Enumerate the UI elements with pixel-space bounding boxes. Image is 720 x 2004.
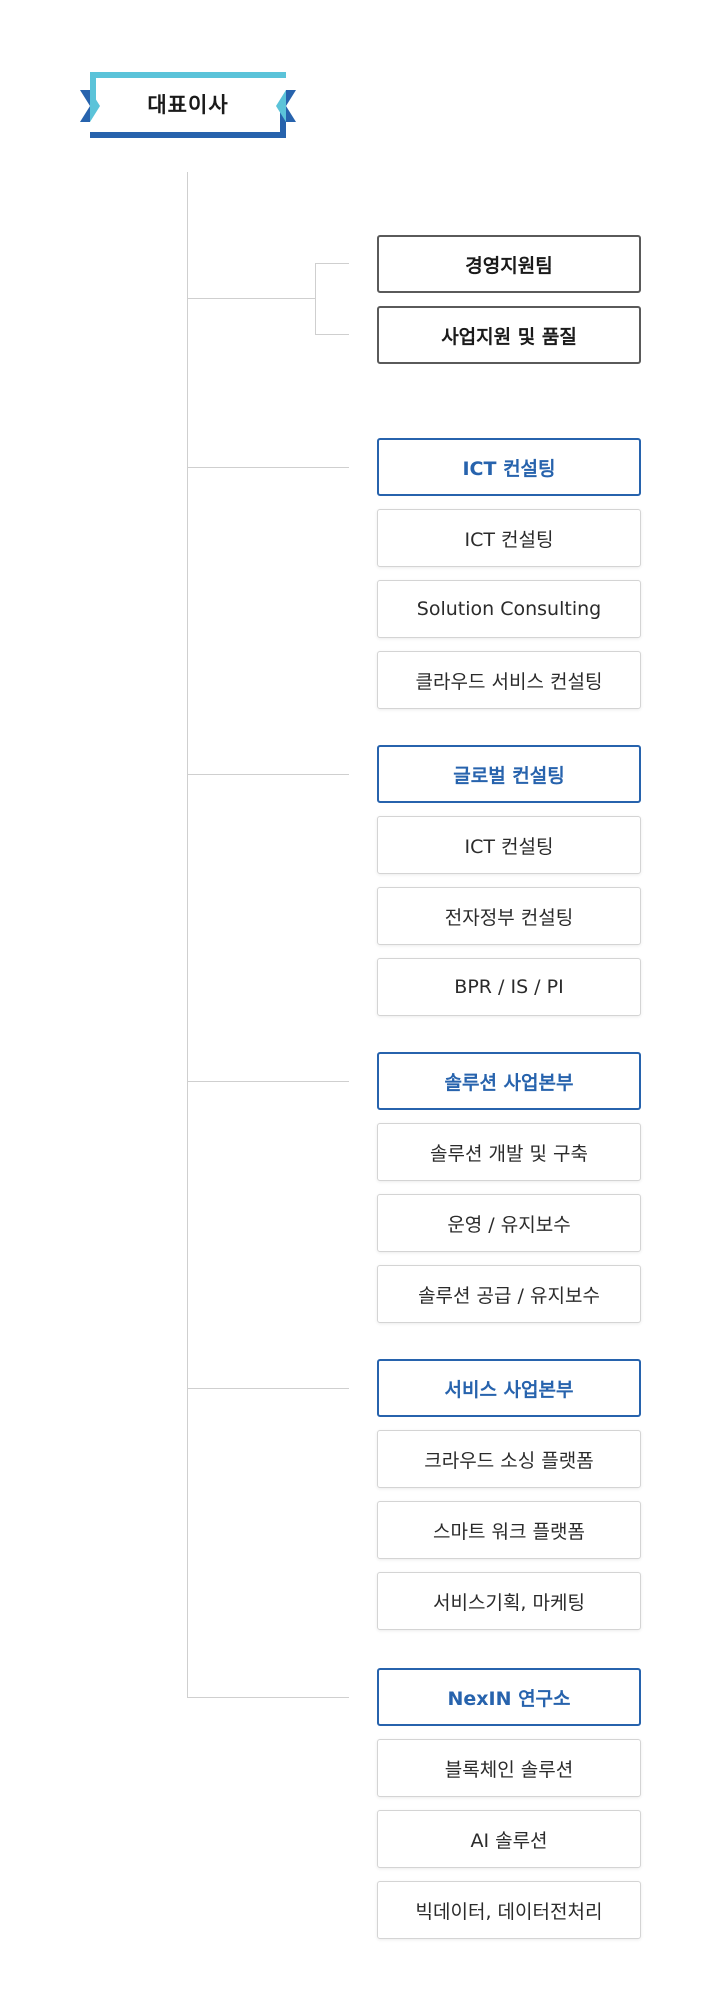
division-head-ict-consulting: ICT 컨설팅	[377, 438, 641, 496]
division-item: AI 솔루션	[377, 1810, 641, 1868]
division-item: 솔루션 공급 / 유지보수	[377, 1265, 641, 1323]
division-item: ICT 컨설팅	[377, 509, 641, 567]
division-branch-line	[187, 1081, 349, 1082]
ceo-ribbon-left-inner	[90, 90, 100, 122]
ceo-label: 대표이사	[147, 93, 229, 117]
division-item: ICT 컨설팅	[377, 816, 641, 874]
support-bracket-vertical	[315, 263, 316, 334]
division-head-solution-business: 솔루션 사업본부	[377, 1052, 641, 1110]
ceo-frame-bottom	[90, 132, 286, 138]
division-item: 빅데이터, 데이터전처리	[377, 1881, 641, 1939]
division-branch-line	[187, 467, 349, 468]
division-item: 클라우드 서비스 컨설팅	[377, 651, 641, 709]
division-item: 운영 / 유지보수	[377, 1194, 641, 1252]
division-item: 전자정부 컨설팅	[377, 887, 641, 945]
support-bracket-bottom	[315, 334, 349, 335]
division-item: BPR / IS / PI	[377, 958, 641, 1016]
division-head-nexin-lab: NexIN 연구소	[377, 1668, 641, 1726]
division-item: 스마트 워크 플랫폼	[377, 1501, 641, 1559]
division-branch-line	[187, 774, 349, 775]
division-item: 블록체인 솔루션	[377, 1739, 641, 1797]
division-item: 크라우드 소싱 플랫폼	[377, 1430, 641, 1488]
support-box-management: 경영지원팀	[377, 235, 641, 293]
division-item: 솔루션 개발 및 구축	[377, 1123, 641, 1181]
division-branch-line	[187, 1388, 349, 1389]
support-bracket-top	[315, 263, 349, 264]
ceo-node: 대표이사	[80, 72, 296, 138]
ceo-frame-right	[280, 108, 286, 138]
division-head-service-business: 서비스 사업본부	[377, 1359, 641, 1417]
ceo-frame-top	[90, 72, 286, 78]
support-branch-line	[187, 298, 315, 299]
division-item: Solution Consulting	[377, 580, 641, 638]
ceo-ribbon-right-inner	[276, 90, 286, 122]
support-box-business-quality: 사업지원 및 품질	[377, 306, 641, 364]
division-head-global-consulting: 글로벌 컨설팅	[377, 745, 641, 803]
ceo-frame-left	[90, 72, 96, 102]
ceo-ribbon-left-icon	[80, 90, 90, 122]
division-branch-line	[187, 1697, 349, 1698]
division-item: 서비스기획, 마케팅	[377, 1572, 641, 1630]
trunk-line	[187, 172, 188, 1698]
ceo-ribbon-right-icon	[286, 90, 296, 122]
